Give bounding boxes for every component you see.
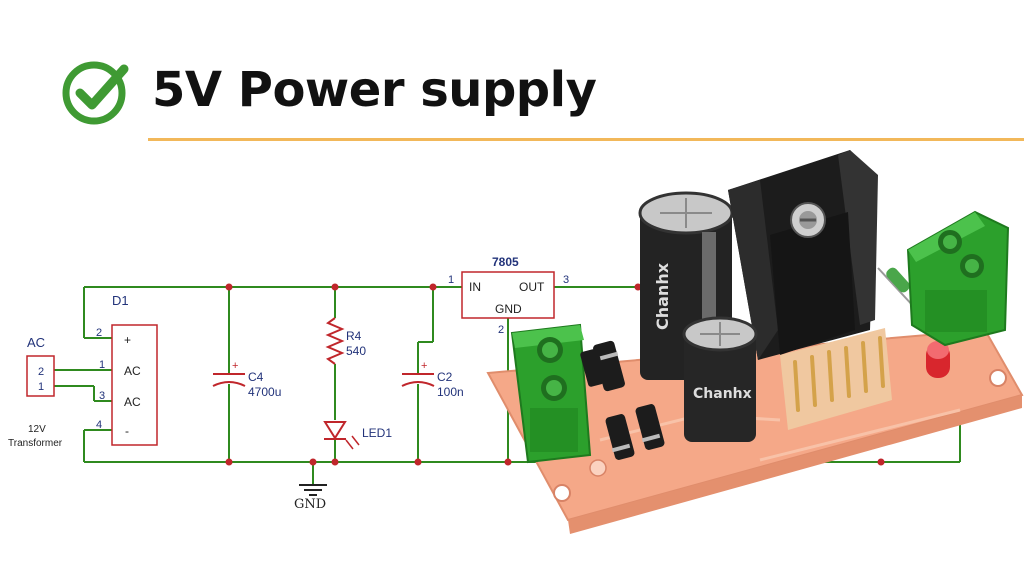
header: 5V Power supply [0, 0, 1024, 141]
page-title: 5V Power supply [152, 62, 597, 118]
regulator-in-label: IN [469, 280, 481, 294]
title-underline [148, 138, 1024, 141]
regulator-pin-in: 1 [448, 274, 454, 286]
transformer-label-1: 12V [28, 424, 46, 435]
ac-connector: AC 2 1 12V Transformer [8, 335, 63, 449]
d1-label-ac1: AC [124, 364, 141, 378]
electrolytic-capacitor-small: Chanhx [682, 316, 758, 442]
header-pins [780, 328, 892, 430]
led-led1: LED1 [323, 421, 392, 450]
regulator-name: 7805 [492, 255, 519, 269]
capacitor-c4: + C4 4700u [212, 360, 281, 399]
capacitor-small-text: Chanhx [693, 386, 752, 402]
resistor-photo [877, 267, 916, 309]
d1-pin-plus: 2 [96, 327, 102, 339]
capacitor-large-text: Chanhx [653, 262, 672, 330]
c4-value: 4700u [248, 385, 281, 399]
c2-ref: C2 [437, 370, 453, 384]
c4-polarity: + [232, 360, 238, 372]
resistor-r4: R4 540 [325, 317, 366, 365]
regulator-gnd-label: GND [495, 302, 522, 316]
d1-pin-minus: 4 [96, 419, 102, 431]
terminal-block-right [906, 210, 1010, 347]
c2-polarity: + [421, 360, 427, 372]
c4-ref: C4 [248, 370, 264, 384]
d1-label-plus: + [124, 333, 131, 347]
d1-ref: D1 [112, 293, 129, 308]
diodes [580, 340, 665, 460]
heatsink [728, 150, 878, 360]
terminal-block-left [510, 323, 592, 464]
transformer-label-2: Transformer [8, 438, 63, 449]
c2-value: 100n [437, 385, 464, 399]
led1-ref: LED1 [362, 426, 392, 440]
regulator-7805: 7805 IN OUT GND 1 3 2 [448, 255, 569, 336]
pcb-board-photo: Chanhx Chanhx [486, 150, 1024, 534]
d1-pin-ac2: 3 [99, 390, 105, 402]
check-circle-icon [62, 61, 129, 125]
bridge-rectifier-d1: D1 2 1 3 4 + AC AC - [96, 293, 158, 446]
d1-label-ac2: AC [124, 395, 141, 409]
r4-ref: R4 [346, 329, 362, 343]
d1-pin-ac1: 1 [99, 359, 105, 371]
r4-value: 540 [346, 344, 366, 358]
ac-label: AC [27, 335, 45, 350]
capacitor-c2: + C2 100n [401, 360, 464, 399]
ground-icon: GND [294, 484, 327, 512]
regulator-out-label: OUT [519, 280, 545, 294]
ac-pin-bottom: 1 [38, 381, 44, 393]
gnd-label: GND [294, 497, 326, 512]
red-led [926, 341, 950, 378]
regulator-pin-out: 3 [563, 274, 569, 286]
d1-label-minus: - [125, 424, 129, 438]
regulator-pin-gnd: 2 [498, 324, 504, 336]
ac-pin-top: 2 [38, 366, 44, 378]
